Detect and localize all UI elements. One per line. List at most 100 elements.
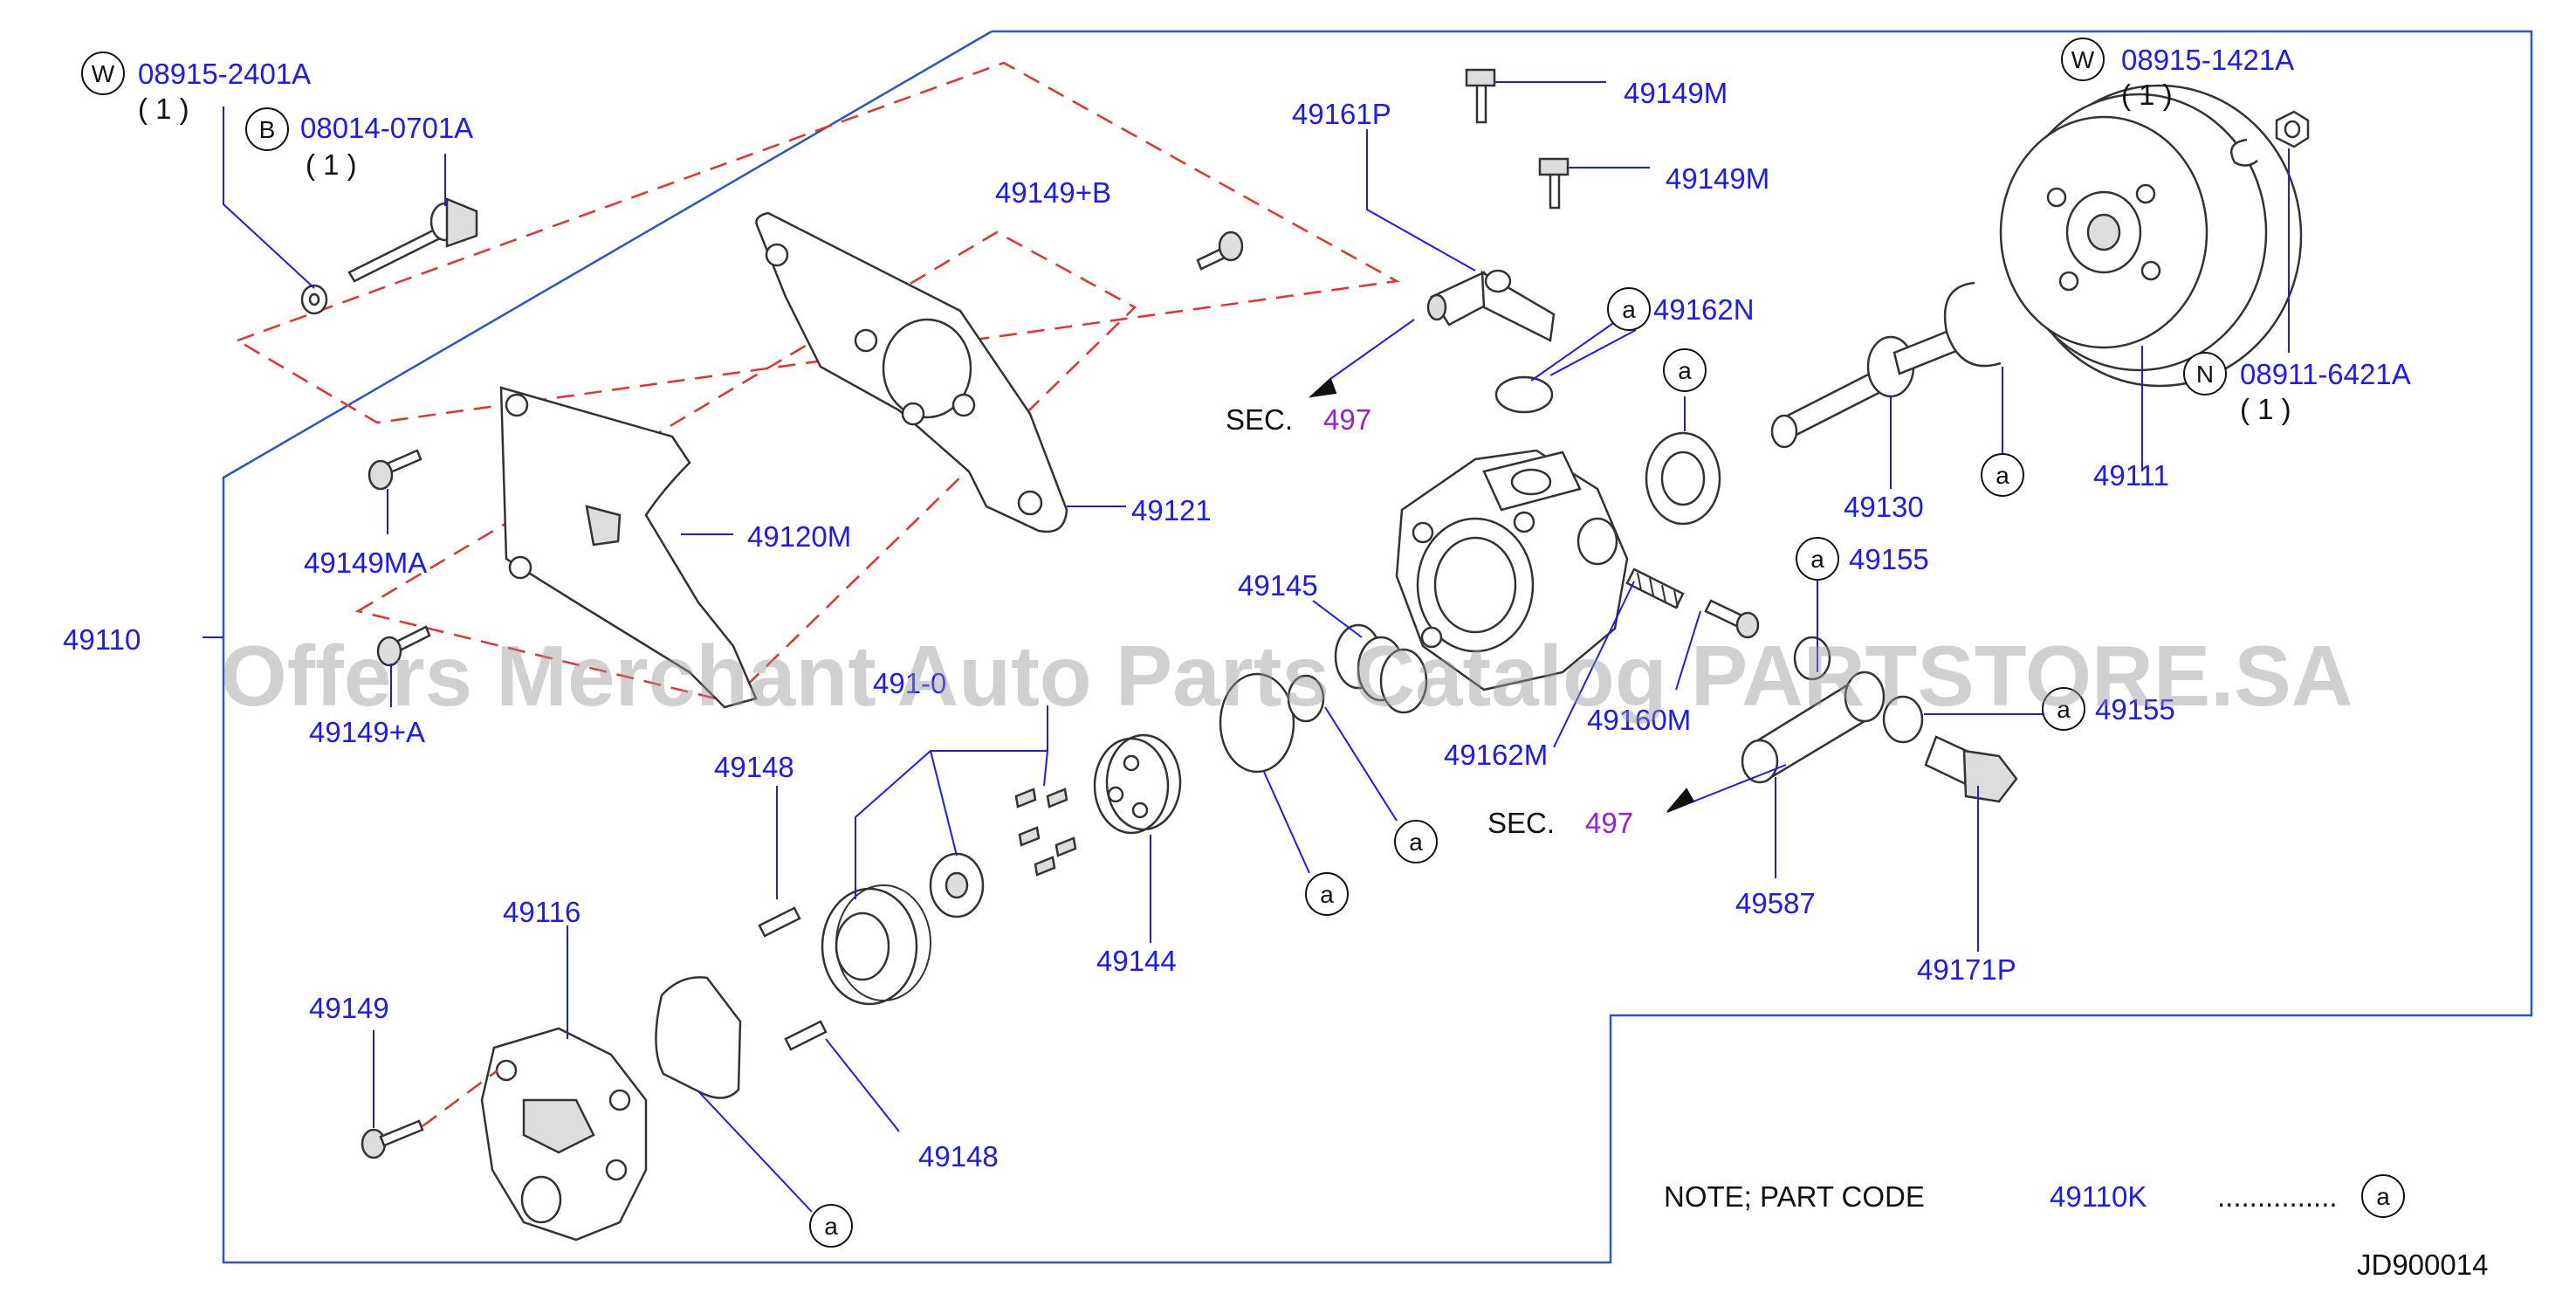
svg-text:a: a — [1996, 462, 2009, 489]
svg-text:a: a — [1622, 296, 1636, 323]
label-49144: 49144 — [1096, 945, 1177, 977]
label-49160M: 49160M — [1587, 704, 1691, 736]
marker-a-49162N: a — [1607, 287, 1651, 331]
circle-marker-n: N — [2183, 352, 2227, 396]
label-49116: 49116 — [503, 896, 580, 928]
watermark: Offers Merchant Auto Parts Catalog PARTS… — [220, 628, 2353, 724]
label-49155-1: 49155 — [1849, 543, 1929, 575]
bolt-08014-0701A — [347, 197, 478, 283]
oring-49162N — [1494, 375, 1554, 414]
circle-marker-b: B — [245, 107, 289, 151]
bolt-49171P — [1924, 735, 2018, 803]
note-text: NOTE; PART CODE — [1664, 1180, 1925, 1213]
pin-49148-lower — [784, 1020, 828, 1051]
marker-a-gasket: a — [809, 1204, 853, 1248]
note-part-code: 49110K — [2050, 1180, 2147, 1213]
qty-08014-0701A: ( 1 ) — [306, 148, 357, 181]
valve-49160M — [1704, 599, 1760, 639]
label-49110: 49110 — [63, 623, 141, 656]
assembly-frame — [222, 30, 2533, 1264]
bolt-49149MA — [368, 449, 422, 491]
bracket-dashed-outline-2 — [354, 230, 1137, 704]
bolt-49149M-2 — [1538, 157, 1570, 210]
oring-large — [1219, 672, 1295, 774]
bolt-49149B — [1196, 230, 1244, 271]
shaft-49130 — [1770, 323, 1971, 449]
label-49148-1: 49148 — [714, 751, 794, 783]
diagram-id: JD900014 — [2357, 1248, 2488, 1281]
oring-small — [1287, 674, 1325, 723]
label-49149MA: 49149MA — [304, 547, 427, 579]
sec-label-upper: SEC. — [1226, 403, 1293, 436]
marker-a-49155-1: a — [1796, 537, 1839, 581]
pulley-49111 — [1999, 84, 2303, 388]
label-49149M-2: 49149M — [1666, 162, 1769, 195]
label-49149: 49149 — [309, 992, 389, 1024]
qty-08911-6421A: ( 1 ) — [2240, 393, 2291, 425]
label-08911-6421A: 08911-6421A — [2240, 358, 2411, 390]
fitting-49161P — [1426, 269, 1556, 342]
arrow-sec497-lower — [1666, 788, 1695, 813]
label-49587: 49587 — [1735, 887, 1816, 919]
marker-a-oring-small: a — [1394, 820, 1438, 863]
sec-number-lower[interactable]: 497 — [1585, 807, 1633, 839]
label-08915-1421A: 08915-1421A — [2121, 44, 2294, 76]
bolt-49149A — [376, 625, 431, 667]
sec-number-upper[interactable]: 497 — [1323, 403, 1371, 436]
circle-marker-w2: W — [2061, 38, 2105, 81]
marker-a-49155-2: a — [2042, 687, 2085, 731]
label-49148-2: 49148 — [918, 1140, 999, 1173]
vanes — [1014, 788, 1077, 877]
bracket-49121 — [755, 211, 1068, 533]
marker-letter-n: N — [2196, 361, 2214, 388]
svg-text:a: a — [1678, 357, 1692, 384]
qty-08915-1421A: ( 1 ) — [2121, 79, 2173, 111]
bolt-49149 — [361, 1119, 424, 1159]
bracket-dashed-outline — [235, 61, 1400, 424]
rotor — [929, 852, 985, 918]
note-dots: ............... — [2217, 1180, 2338, 1213]
oil-seal — [1645, 431, 1721, 526]
marker-a-note: a — [2361, 1174, 2405, 1218]
spring-49145 — [1334, 623, 1428, 714]
label-49149A: 49149+A — [309, 716, 425, 748]
label-49162N: 49162N — [1653, 293, 1755, 326]
marker-letter-w2: W — [2071, 46, 2095, 73]
bracket-49120M — [499, 386, 758, 709]
label-49161P: 49161P — [1292, 98, 1391, 130]
marker-a-snapring: a — [1981, 453, 2024, 497]
label-08014-0701A: 08014-0701A — [300, 112, 473, 144]
svg-text:a: a — [2057, 696, 2071, 723]
bolt-49149M-1 — [1465, 68, 1496, 124]
leader-lines — [203, 81, 2290, 1213]
qty-08915-2401A: ( 1 ) — [138, 93, 189, 125]
svg-text:a: a — [2376, 1183, 2390, 1210]
washer-08915-1421A — [2230, 138, 2258, 167]
snap-ring — [1943, 281, 2002, 368]
svg-text:a: a — [1409, 829, 1423, 856]
cover-49116 — [480, 1027, 648, 1242]
label-49149B: 49149+B — [995, 176, 1111, 209]
label-49121: 49121 — [1131, 494, 1212, 526]
washer-49155 — [1793, 636, 1924, 744]
sec-label-lower: SEC. — [1487, 807, 1555, 839]
marker-letter-b: B — [259, 116, 276, 143]
label-49120M: 49120M — [747, 520, 851, 553]
plate-49144 — [1093, 733, 1182, 835]
label-49111: 49111 — [2093, 459, 2169, 492]
pump-body — [1395, 449, 1629, 691]
marker-a-seal: a — [1663, 348, 1707, 392]
label-49145: 49145 — [1238, 569, 1318, 602]
label-49149M-1: 49149M — [1624, 77, 1728, 109]
pin-49148-upper — [758, 906, 801, 938]
label-49130: 49130 — [1844, 491, 1924, 523]
circle-marker-w1: W — [81, 52, 125, 95]
arrow-sec497-upper — [1308, 377, 1337, 398]
svg-text:a: a — [1810, 546, 1824, 573]
spring-49162M — [1625, 567, 1685, 609]
label-49155-2: 49155 — [2095, 693, 2175, 726]
marker-letter-w1: W — [92, 60, 115, 87]
washer-08915-2401A — [300, 284, 328, 315]
marker-a-oring-large: a — [1305, 872, 1349, 916]
